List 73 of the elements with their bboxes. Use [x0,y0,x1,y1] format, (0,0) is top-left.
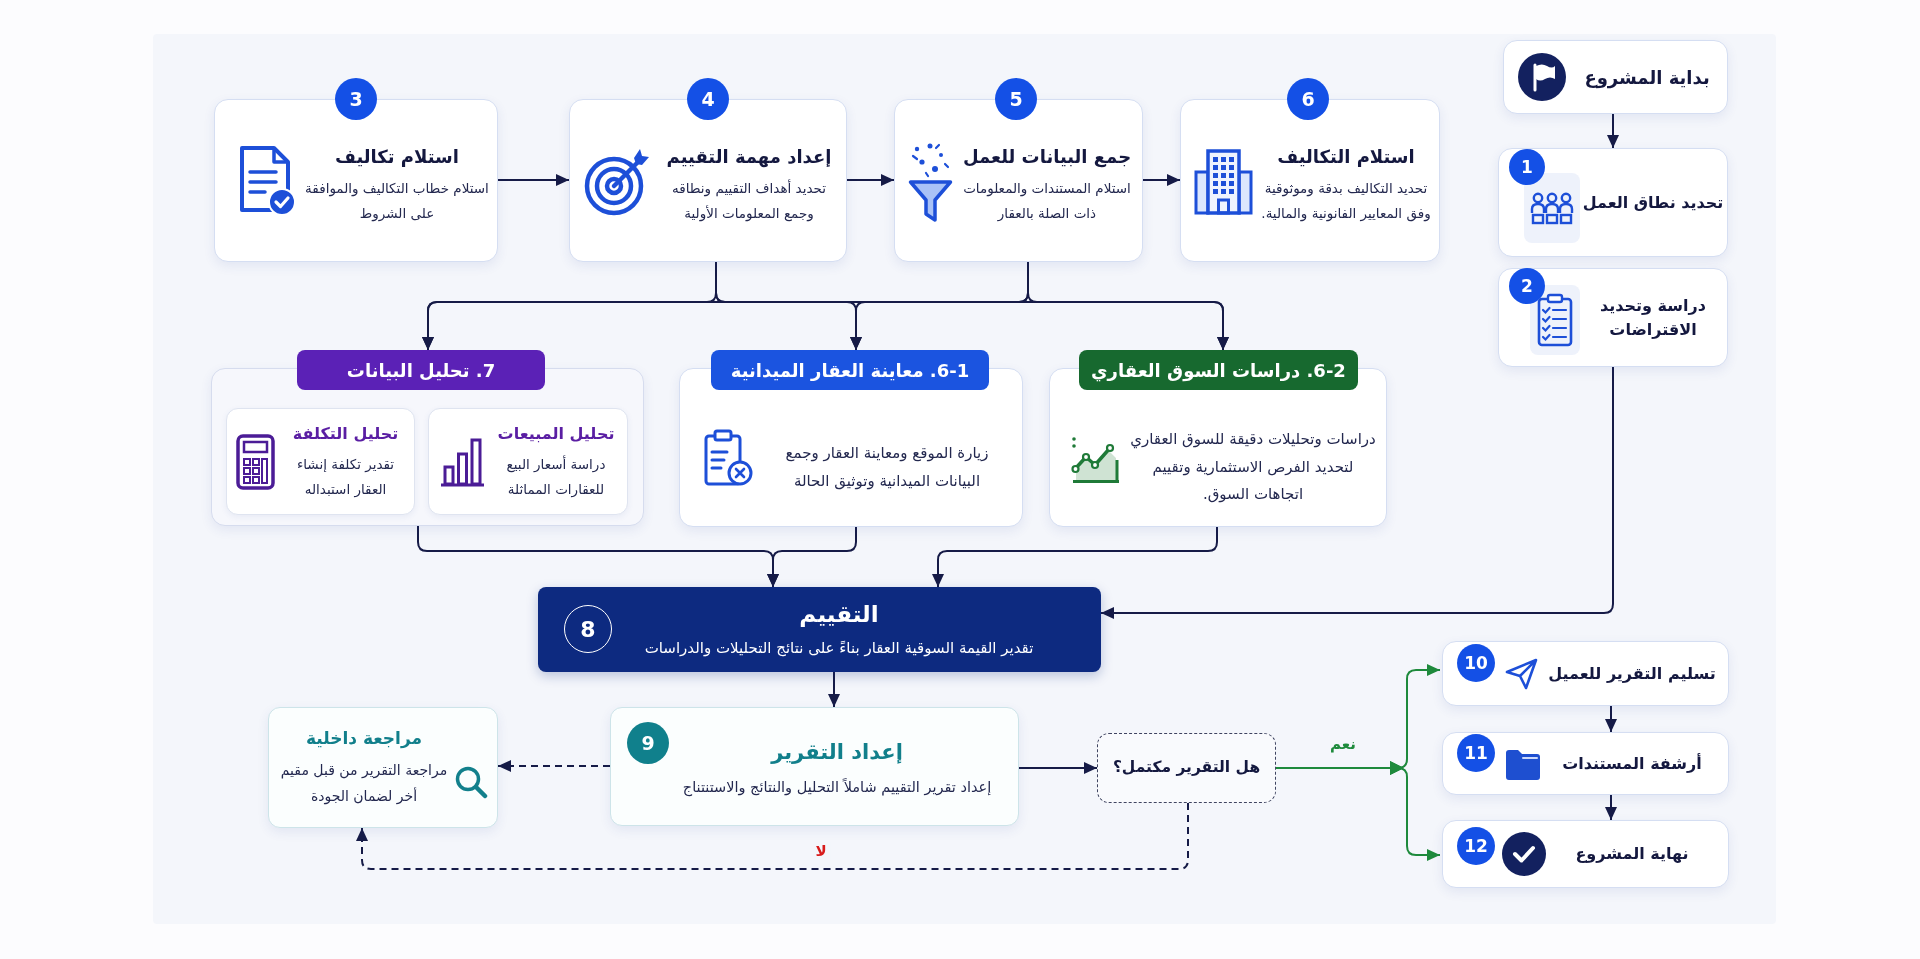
step-card [1442,820,1729,888]
step-description: تقدير تكلفة إنشاء العقار استبداله [295,454,396,500]
step-title: مراجعة داخلية [306,727,422,751]
arrow [1027,261,1229,351]
step-card [1442,641,1729,706]
analysis-card [428,408,628,515]
step-title: أرشفة المستندات [1562,752,1702,775]
step-card [1180,78,1440,262]
step-card [894,78,1143,262]
arrow [846,174,895,186]
number-badge: 11 [1457,734,1495,772]
step-title: جمع البيانات للعمل [962,144,1132,170]
number-badge: 1 [1509,149,1545,185]
step-card [569,78,847,262]
group-panel [211,350,644,526]
step-title: تحليل التكلفة [292,422,399,445]
header-tab: 6-1. معاينة العقار الميدانية [711,350,989,390]
question-text: هل التقرير مكتمل؟ [1112,757,1261,779]
analysis-card [226,408,415,515]
arrow [1018,762,1098,774]
arrow [1605,794,1617,821]
number-badge: 2 [1509,268,1545,304]
review-card [268,707,498,828]
step-card [1442,732,1729,795]
step-title: استلام تكاليف [335,144,459,169]
step-description: تحديد أهداف التقييم ونطاقه وجمع المعلومات الأولية [671,178,827,224]
arrow [497,174,570,186]
step-card [1498,148,1728,257]
header-tab: 7. تحليل البيانات [297,350,545,390]
study-card [679,350,1023,527]
number-badge: 4 [687,78,729,120]
step-title: نهاية المشروع [1575,843,1689,865]
step-title: تحليل المبيعات [497,422,615,445]
number-badge: 6 [1287,78,1329,120]
step-title: دراسة وتحديد الاقتراضات [1599,294,1707,341]
dashed-arrow [356,802,1189,870]
step-title: تحديد نطاق العمل [1582,191,1724,214]
step-description: إعداد تقرير التقييم شاملاً التحليل والنتائج والاستنتناج [682,777,992,799]
step-description: دراسات وتحليلات دقيقة للسوق العقاري لتحديد الفرص الاستثمارية وتقييم اتجاهات السوق. [1129,428,1377,506]
step-description: تحديد التكاليف بدقة وموثوقية وفق المعايير الفانونية والمالية. [1260,178,1432,224]
number-badge: 9 [627,722,669,764]
valuation-box [538,587,1101,672]
step-description: مراجعة التقرير من قبل مقيم أخر لضمان الجودة [279,760,449,807]
report-card [610,707,1019,826]
arrow [1605,705,1617,733]
arrow [1100,366,1614,619]
arrow [767,526,857,588]
number-badge: 5 [995,78,1037,120]
step-description: تقدير القيمة السوقية العقار بناءً على نتائج التحليلات والدراسات [644,638,1034,660]
start-box [1503,40,1728,114]
step-description: استلام المستندات والمعلومات ذات الصلة بالعقار [962,178,1132,224]
step-card [214,78,498,262]
arrow [1142,174,1181,186]
number-badge: 3 [335,78,377,120]
step-title: تسليم التقرير للعميل [1548,662,1716,685]
decision-box [1097,733,1276,803]
study-card [1049,350,1387,527]
step-title: استلام التكاليف [1277,144,1415,169]
arrow [1275,761,1441,861]
step-title: بداية المشروع [1584,65,1710,91]
step-title: إعداد التقرير [771,738,903,766]
arrow [828,671,840,708]
step-description: زيارة الموقع ومعاينة العقار وجمع البيانات الميدانية وتوثيق الحالة [784,442,990,492]
number-badge: 10 [1457,644,1495,682]
header-tab: 6-2. دراسات السوق العقاري [1079,350,1358,390]
step-title: التقييم [799,599,879,629]
dashed-arrow [497,760,611,772]
number-badge: 12 [1457,827,1495,865]
arrow [1607,113,1619,149]
step-description: دراسة أسعار البيع للعقارات المماثلة [505,454,607,500]
step-title: إعداد مهمة التقييم [666,144,832,170]
step-card [1498,268,1728,367]
step-description: استلام خطاب التكاليف والموافقة على الشروط [304,178,490,224]
